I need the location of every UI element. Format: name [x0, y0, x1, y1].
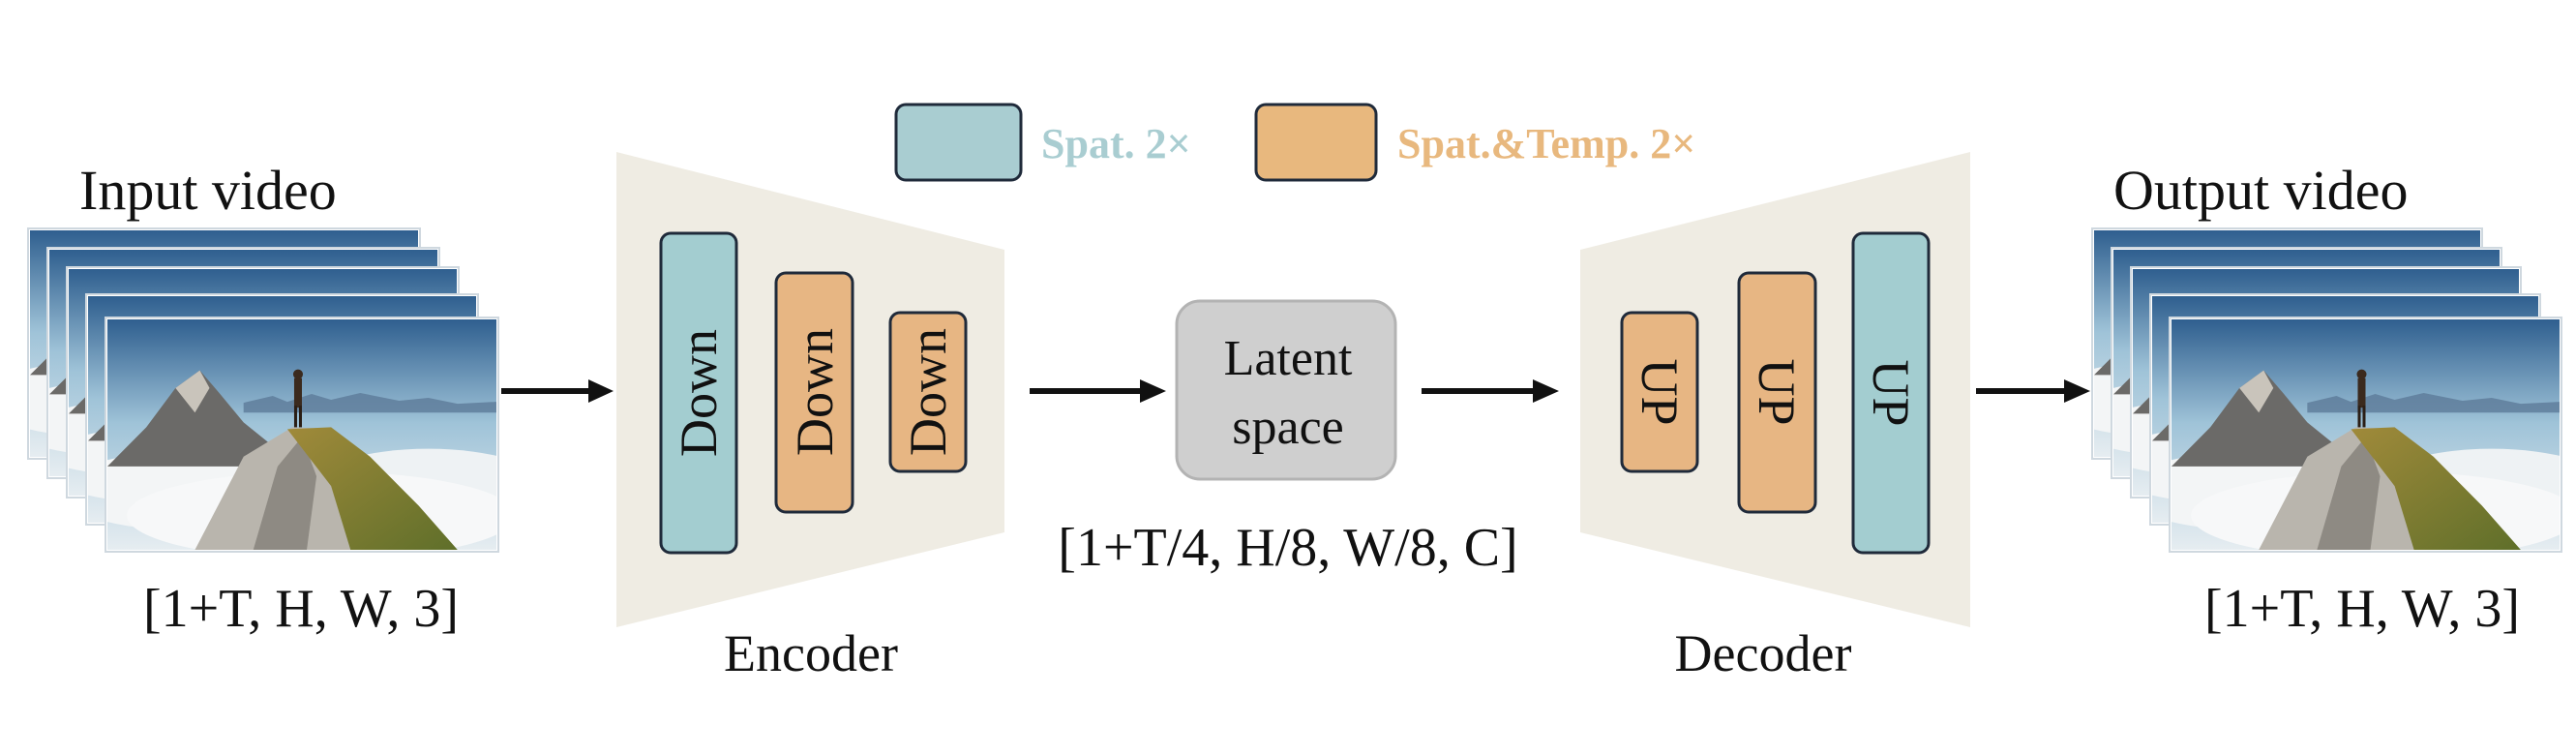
encoder-block-label: Down [786, 328, 844, 456]
legend-spatial-label: Spat. 2× [1041, 120, 1191, 167]
latent-space-line2: space [1232, 400, 1343, 455]
legend-spatial-swatch [894, 103, 1023, 182]
encoder-label: Encoder [724, 624, 898, 682]
arrow-latent-to-decoder [1422, 379, 1559, 403]
output-video-frames [2091, 227, 2562, 553]
decoder: UP UP UP Decoder [1580, 152, 1970, 682]
arrow-decoder-to-output [1976, 379, 2090, 403]
latent-space-line1: Latent [1224, 331, 1353, 386]
decoder-block-label: UP [1748, 358, 1806, 425]
encoder-block: Down [659, 231, 738, 555]
decoder-label: Decoder [1675, 624, 1852, 682]
latent-space: Latent space [1+T/4, H/8, W/8, C] [1058, 299, 1518, 578]
encoder: Down Down Down Encoder [616, 152, 1004, 682]
encoder-block: Down [888, 311, 968, 473]
video-frame [2169, 317, 2562, 553]
legend-spatiotemporal-label: Spat.&Temp. 2× [1397, 120, 1695, 167]
decoder-block: UP [1620, 311, 1699, 473]
input-video-frames [27, 227, 499, 553]
arrow-input-to-encoder [501, 379, 614, 403]
arrow-encoder-to-latent [1030, 379, 1166, 403]
input-video-shape: [1+T, H, W, 3] [143, 579, 459, 639]
legend: Spat. 2× Spat.&Temp. 2× [894, 103, 1695, 182]
input-video: Input video [1+T, H, W, 3] [27, 159, 499, 639]
decoder-block-label: UP [1862, 359, 1920, 426]
decoder-block-label: UP [1631, 358, 1689, 425]
encoder-block: Down [774, 271, 854, 514]
latent-shape: [1+T/4, H/8, W/8, C] [1058, 518, 1517, 578]
decoder-block: UP [1851, 231, 1931, 555]
decoder-block: UP [1737, 271, 1817, 514]
input-video-title: Input video [79, 159, 337, 222]
latent-space-box [1175, 299, 1397, 481]
output-video-shape: [1+T, H, W, 3] [2204, 579, 2520, 639]
legend-spatiotemporal-swatch [1254, 103, 1378, 182]
encoder-block-label: Down [899, 328, 957, 456]
encoder-block-label: Down [670, 329, 728, 457]
video-frame [105, 317, 499, 553]
output-video-title: Output video [2113, 159, 2408, 222]
output-video: Output video [1+T, H, W, 3 [2091, 159, 2562, 639]
